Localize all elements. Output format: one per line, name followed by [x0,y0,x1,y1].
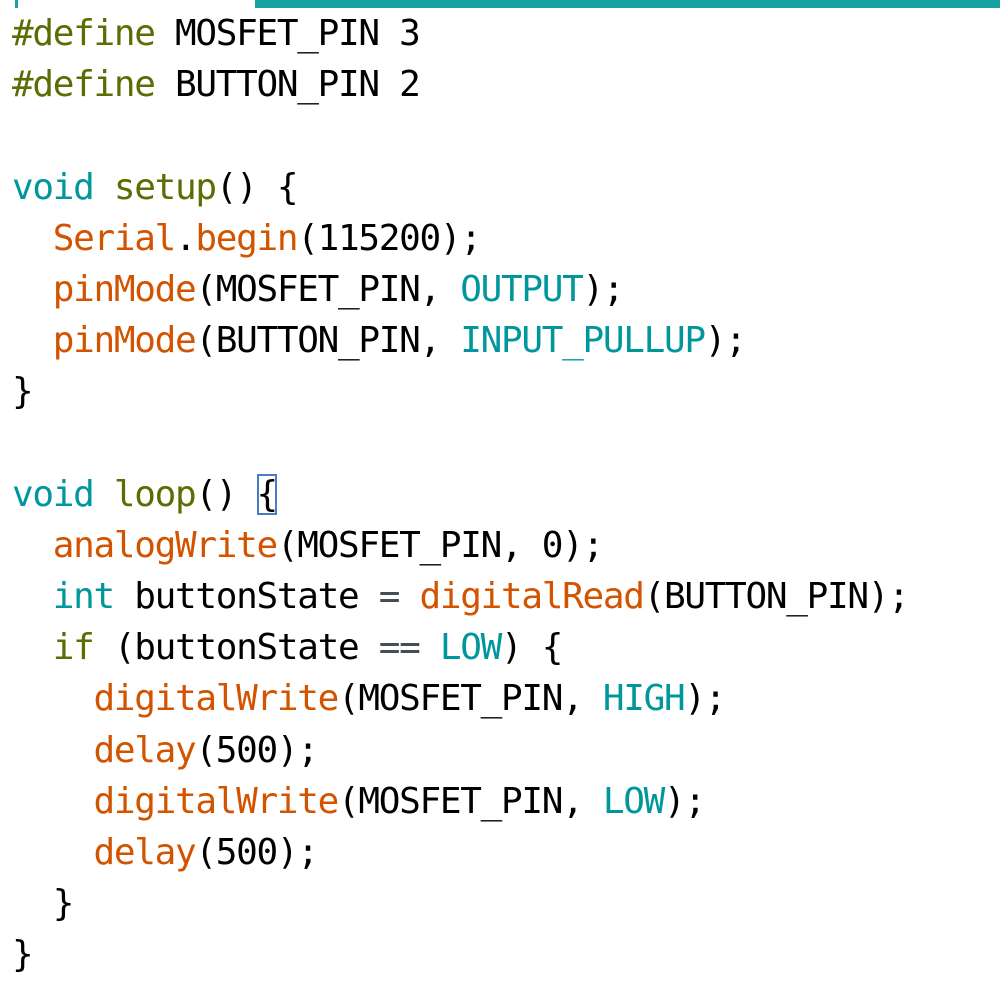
tab-accent-right [255,0,1000,8]
builtin-call: delay [93,729,197,771]
code-line-5: Serial.begin(115200); [52,217,482,259]
builtin-call: pinMode [52,320,197,362]
code-line-4: void setup() { [12,166,299,208]
code-line-13: if (buttonState == LOW) { [52,627,564,669]
code-line-15: delay(500); [93,729,319,771]
function-name: setup [113,166,217,208]
constant: INPUT_PULLUP [460,320,706,362]
code-line-16: digitalWrite(MOSFET_PIN, LOW); [93,780,707,822]
code-line-2: #define BUTTON_PIN 2 [12,64,421,106]
type-keyword: void [12,166,95,208]
constant: OUTPUT [460,268,584,310]
code-line-12: int buttonState = digitalRead(BUTTON_PIN… [52,576,910,618]
type-keyword: void [12,473,95,515]
constant: HIGH [602,678,686,720]
function-name: loop [113,473,197,515]
control-keyword: if [52,627,95,669]
operator: == [378,627,421,669]
type-keyword: int [52,576,115,618]
tab-strip [0,0,1000,8]
active-tab[interactable] [0,0,15,8]
constant: LOW [602,780,665,822]
code-line-14: digitalWrite(MOSFET_PIN, HIGH); [93,678,727,720]
builtin-call: begin [195,217,298,259]
constant: LOW [439,627,502,669]
builtin-call: digitalWrite [93,780,340,822]
code-line-10: void loop() { [12,473,278,515]
code-line-8: } [12,371,34,413]
code-line-19: } [12,934,34,976]
code-line-6: pinMode(MOSFET_PIN, OUTPUT); [52,268,625,310]
builtin-call: delay [93,832,197,873]
code-line-18: } [12,883,75,925]
code-line-9 [12,418,909,469]
builtin-object: Serial [52,217,177,259]
code-line-3 [12,110,909,161]
code-line-1: #define MOSFET_PIN 3 [12,13,421,54]
preprocessor-directive: #define [12,13,156,54]
code-line-7: pinMode(BUTTON_PIN, INPUT_PULLUP); [52,320,747,362]
code-area[interactable]: #define MOSFET_PIN 3 #define BUTTON_PIN 2… [12,8,910,981]
code-line-11: analogWrite(MOSFET_PIN, 0); [52,524,604,566]
preprocessor-directive: #define [12,64,156,106]
builtin-call: pinMode [52,268,197,310]
builtin-call: digitalRead [419,576,645,618]
operator: = [378,576,401,618]
builtin-call: analogWrite [52,524,278,566]
builtin-call: digitalWrite [93,678,340,720]
matching-bracket-highlight: { [256,473,278,515]
code-line-17: delay(500); [93,832,319,873]
